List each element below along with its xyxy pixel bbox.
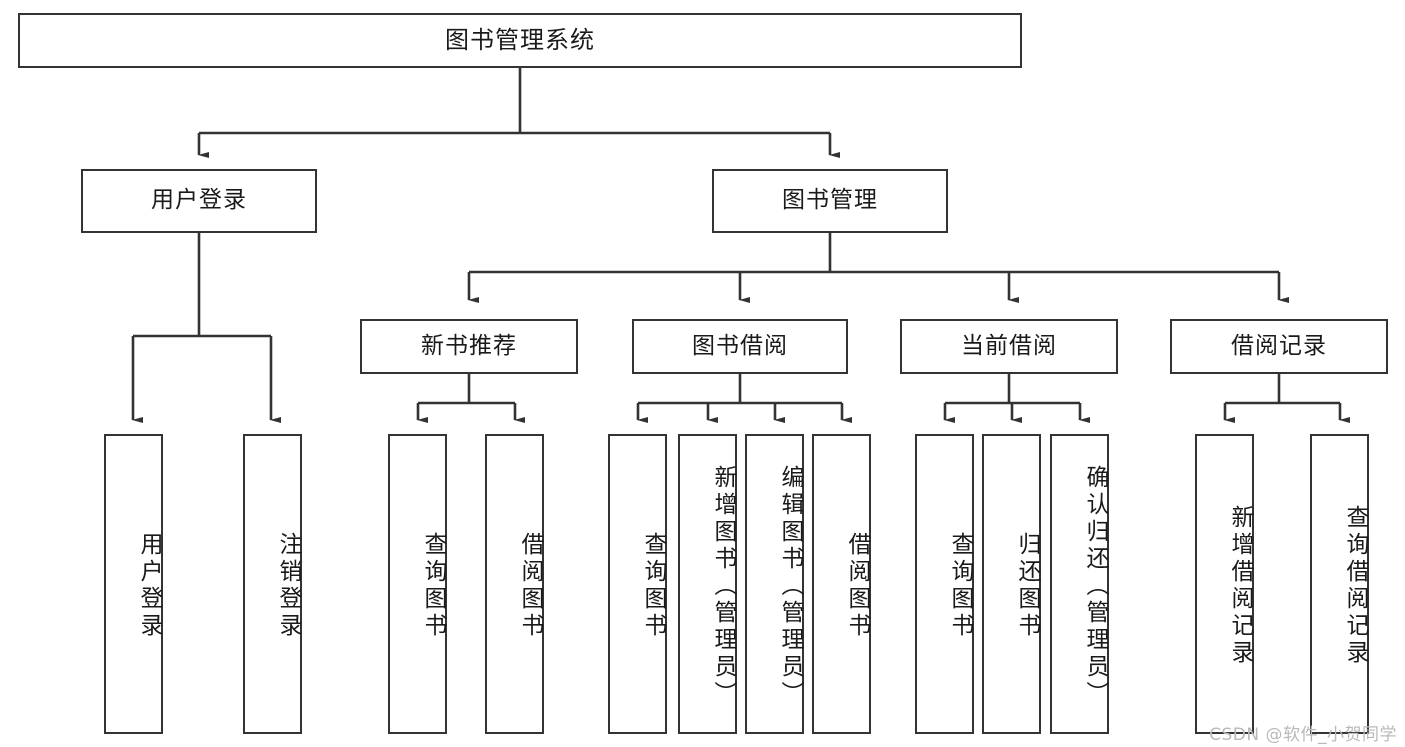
node-leaf-user-login[interactable]: 用户登录 [104,434,163,734]
node-leaf-query-record[interactable]: 查询借阅记录 [1310,434,1369,734]
node-leaf-return-book[interactable]: 归还图书 [982,434,1041,734]
node-leaf-query-book-2-label: 查询图书 [640,532,666,640]
node-leaf-add-book[interactable]: 新增图书（管理员） [678,434,737,734]
node-leaf-query-book-3[interactable]: 查询图书 [915,434,974,734]
node-book-manage[interactable]: 图书管理 [712,169,948,233]
node-leaf-borrow-book-1-label: 借阅图书 [517,532,543,640]
node-leaf-borrow-book-1[interactable]: 借阅图书 [485,434,544,734]
node-leaf-user-login-label: 用户登录 [136,532,162,640]
node-leaf-query-book-1[interactable]: 查询图书 [388,434,447,734]
node-leaf-edit-book[interactable]: 编辑图书（管理员） [745,434,804,734]
node-borrow-record[interactable]: 借阅记录 [1170,319,1388,374]
node-leaf-confirm-return-label: 确认归还（管理员） [1082,464,1108,708]
node-leaf-logout[interactable]: 注销登录 [243,434,302,734]
node-leaf-query-book-1-label: 查询图书 [420,532,446,640]
node-book-borrow[interactable]: 图书借阅 [632,319,848,374]
node-root[interactable]: 图书管理系统 [18,13,1022,68]
node-leaf-query-book-3-label: 查询图书 [947,532,973,640]
node-leaf-borrow-book-2[interactable]: 借阅图书 [812,434,871,734]
node-user-login[interactable]: 用户登录 [81,169,317,233]
node-leaf-add-book-label: 新增图书（管理员） [710,464,736,708]
node-new-book-rec[interactable]: 新书推荐 [360,319,578,374]
node-leaf-borrow-book-2-label: 借阅图书 [844,532,870,640]
node-leaf-logout-label: 注销登录 [275,532,301,640]
node-leaf-return-book-label: 归还图书 [1014,532,1040,640]
watermark-text: CSDN @软件_小贺同学 [1209,725,1397,745]
node-leaf-add-record-label: 新增借阅记录 [1227,505,1253,667]
node-leaf-edit-book-label: 编辑图书（管理员） [777,464,803,708]
node-leaf-query-record-label: 查询借阅记录 [1342,505,1368,667]
node-leaf-confirm-return[interactable]: 确认归还（管理员） [1050,434,1109,734]
node-leaf-add-record[interactable]: 新增借阅记录 [1195,434,1254,734]
node-leaf-query-book-2[interactable]: 查询图书 [608,434,667,734]
node-current-borrow[interactable]: 当前借阅 [900,319,1118,374]
